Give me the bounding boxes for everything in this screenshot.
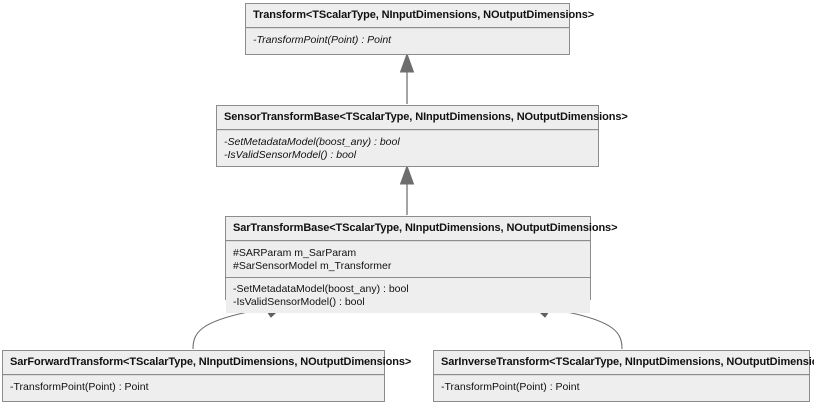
class-operations: -TransformPoint(Point) : Point: [3, 375, 384, 399]
operation-row: -SetMetadataModel(boost_any) : bool: [233, 283, 409, 295]
attribute-row: #SARParam m_SarParam: [233, 247, 357, 259]
uml-class-sar-forward-transform[interactable]: SarForwardTransform<TScalarType, NInputD…: [2, 350, 411, 402]
operation-row: -TransformPoint(Point) : Point: [10, 381, 149, 393]
class-title: Transform<TScalarType, NInputDimensions,…: [246, 4, 594, 28]
uml-class-sensor-transform-base[interactable]: SensorTransformBase<TScalarType, NInputD…: [216, 105, 628, 167]
edge-sar-to-sensor: [399, 164, 415, 215]
operation-row: -IsValidSensorModel() : bool: [224, 148, 357, 161]
class-title: SarForwardTransform<TScalarType, NInputD…: [3, 351, 411, 375]
class-operations: -TransformPoint(Point) : Point: [246, 28, 569, 52]
operation-row: -TransformPoint(Point) : Point: [441, 381, 580, 393]
class-attributes: #SARParam m_SarParam#SarSensorModel m_Tr…: [226, 241, 590, 277]
class-operations: -TransformPoint(Point) : Point: [434, 375, 809, 399]
uml-class-sar-inverse-transform[interactable]: SarInverseTransform<TScalarType, NInputD…: [433, 350, 814, 402]
class-operations: -SetMetadataModel(boost_any) : bool-IsVa…: [217, 130, 598, 166]
operation-row: -SetMetadataModel(boost_any) : bool: [224, 136, 400, 148]
class-title: SarInverseTransform<TScalarType, NInputD…: [434, 351, 814, 375]
class-operations: -SetMetadataModel(boost_any) : bool-IsVa…: [226, 277, 590, 313]
class-title: SarTransformBase<TScalarType, NInputDime…: [226, 217, 618, 241]
operation-row: -TransformPoint(Point) : Point: [253, 34, 392, 46]
class-title: SensorTransformBase<TScalarType, NInputD…: [217, 106, 628, 130]
uml-class-sar-transform-base[interactable]: SarTransformBase<TScalarType, NInputDime…: [225, 216, 618, 313]
attribute-row: #SarSensorModel m_Transformer: [233, 259, 392, 272]
operation-row: -IsValidSensorModel() : bool: [233, 295, 365, 308]
uml-class-transform[interactable]: Transform<TScalarType, NInputDimensions,…: [245, 3, 594, 55]
edge-sensor-to-transform: [399, 52, 415, 104]
